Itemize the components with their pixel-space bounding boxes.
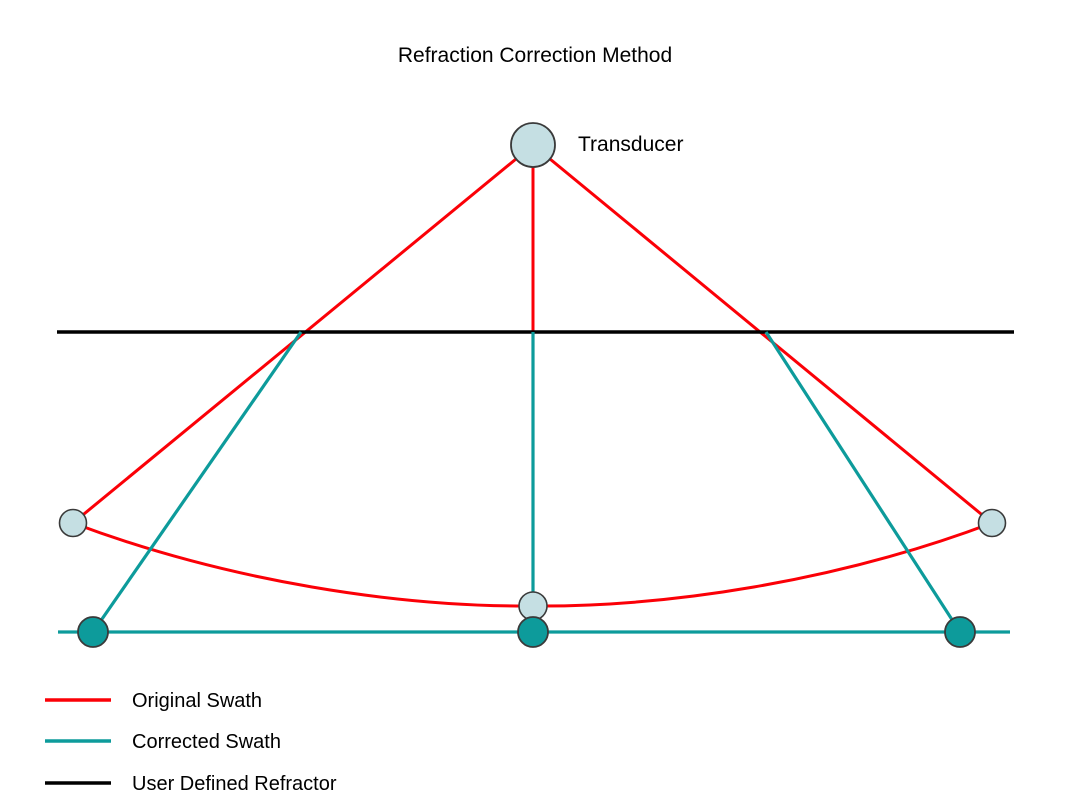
legend-item-user-defined-refractor: User Defined Refractor	[45, 773, 337, 795]
legend-label-corrected-swath: Corrected Swath	[132, 731, 281, 753]
legend-label-user-defined-refractor: User Defined Refractor	[132, 773, 337, 795]
corrected-ray-starboard	[764, 331, 962, 633]
legend-item-original-swath: Original Swath	[45, 690, 262, 712]
transducer-node	[510, 122, 556, 168]
original-node-nadir	[518, 591, 548, 621]
original-ray-port	[72, 143, 534, 525]
page-title: Refraction Correction Method	[398, 44, 672, 67]
corrected-ray-port	[91, 331, 303, 633]
corrected-node-nadir	[517, 616, 549, 648]
original-ray-starboard	[532, 143, 993, 525]
legend-label-original-swath: Original Swath	[132, 690, 262, 712]
corrected-node-starboard	[944, 616, 976, 648]
legend-item-corrected-swath: Corrected Swath	[45, 731, 281, 753]
legend: Original Swath Corrected Swath User Defi…	[45, 690, 337, 795]
original-node-port	[58, 508, 88, 538]
transducer-label: Transducer	[578, 133, 683, 156]
original-node-starboard	[977, 508, 1007, 538]
corrected-node-port	[77, 616, 109, 648]
